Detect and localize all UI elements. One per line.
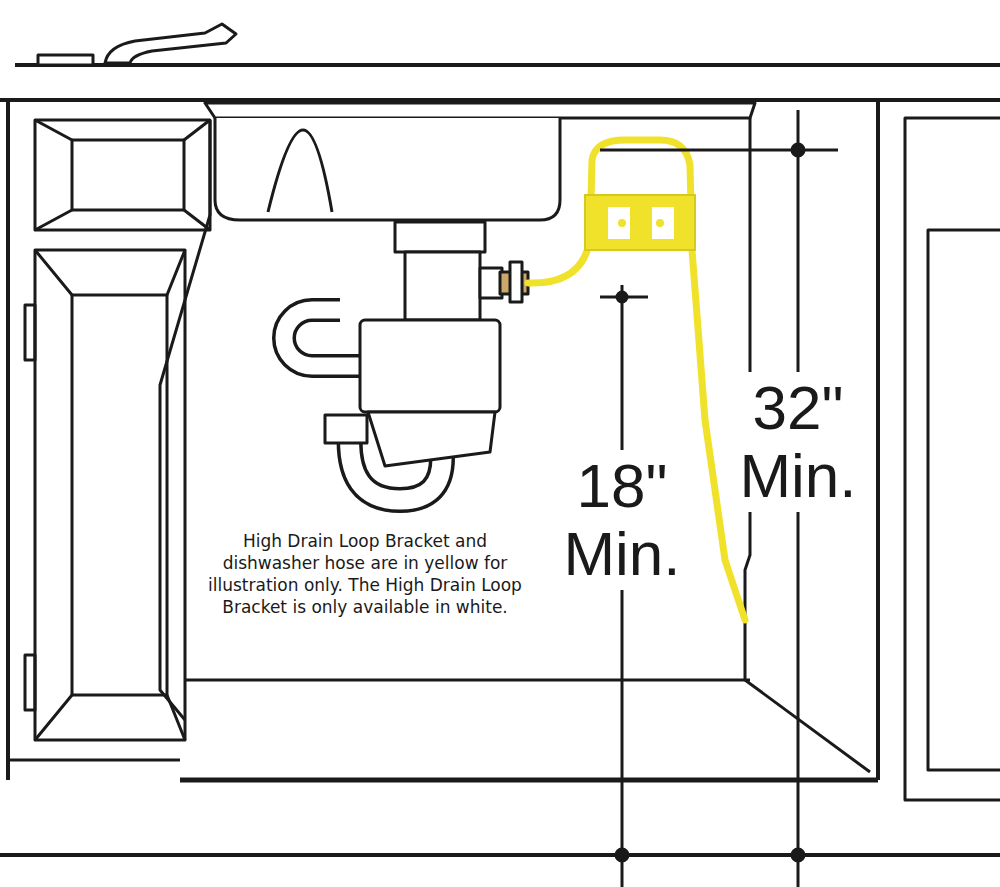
disposal-neck xyxy=(405,252,480,320)
cabinet-bottom-left xyxy=(8,759,180,762)
countertop-top xyxy=(15,63,1000,67)
disposal-body xyxy=(360,320,500,412)
right-cabinet xyxy=(905,118,1000,800)
faucet xyxy=(105,24,236,63)
dimension-dot xyxy=(616,849,628,861)
dimension-label: 32" Min. xyxy=(724,372,872,512)
bracket-slot xyxy=(608,207,630,239)
cabinet-right xyxy=(876,100,880,780)
pipe-clamp xyxy=(325,415,367,443)
dishwasher-hose xyxy=(528,140,745,620)
trap-pipe xyxy=(284,310,360,366)
bracket-slot xyxy=(652,207,674,239)
loop-bracket xyxy=(585,195,695,250)
cabinet-left xyxy=(6,100,10,780)
door-bevel xyxy=(35,250,185,740)
countertop-edge xyxy=(0,98,1000,102)
sink-strainer xyxy=(268,130,332,212)
plumbing xyxy=(215,118,560,500)
floor-line xyxy=(0,853,1000,857)
note-text: High Drain Loop Bracket and dishwasher h… xyxy=(190,528,540,620)
trap-pipe-outline xyxy=(284,310,360,366)
disposal-mount xyxy=(395,222,485,252)
interior-left-wall xyxy=(160,120,210,720)
bracket-tab xyxy=(618,219,626,227)
disposal-base xyxy=(368,412,495,466)
interior-floor xyxy=(185,679,750,682)
drain-loop xyxy=(528,140,745,620)
cabinet-bottom xyxy=(180,778,878,783)
drawer-bevel xyxy=(35,120,210,230)
sink-bowl xyxy=(215,118,560,220)
dimension-label: 18" Min. xyxy=(548,450,696,590)
dimension-dot xyxy=(792,849,804,861)
fitting-nut xyxy=(510,262,522,302)
drawer-front xyxy=(35,120,210,230)
dimension-dot xyxy=(617,292,627,302)
door-panel xyxy=(72,295,167,695)
drawer-panel xyxy=(72,140,184,210)
right-door xyxy=(928,230,1000,770)
hinge xyxy=(25,305,35,360)
cabinet-door xyxy=(35,250,185,740)
cabinet-lines xyxy=(0,24,1000,855)
faucet-base xyxy=(38,55,93,65)
sink-rim xyxy=(205,103,755,118)
bracket-tab xyxy=(656,219,664,227)
dimension-dot xyxy=(792,144,804,156)
hinge xyxy=(25,655,35,710)
